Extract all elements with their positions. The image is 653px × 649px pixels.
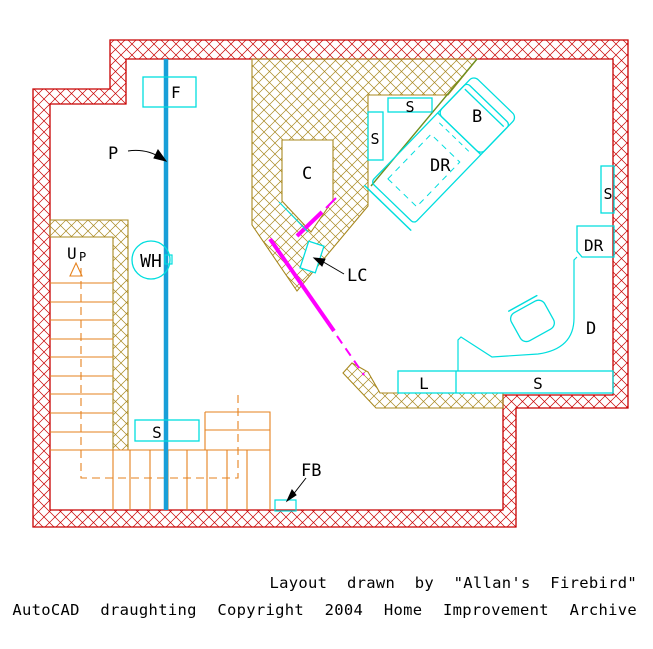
label-speaker-right: S [603,185,612,203]
laptop-leader-arrow-icon [312,257,326,267]
workbench [204,411,271,450]
label-closet: C [302,164,312,184]
label-water-heater: WH [140,251,162,272]
floorbox-leader-arrow-icon [285,489,297,503]
label-speaker-bottom: S [152,423,162,442]
label-furnace: F [171,83,181,102]
wall-diagonal-edge [370,58,478,187]
label-up-small: P [79,250,86,264]
furnace-box [142,76,197,108]
interior-wall-stairs [49,219,129,451]
label-shelf-l: L [419,374,429,393]
label-bed: B [472,107,482,127]
shelf-box [397,370,614,394]
floor-box [274,499,297,512]
footer-line2: AutoCAD draughting Copyright 2004 Home I… [12,601,637,619]
labels: F P WH U P C S S B DR S DR D L S S LC FB [67,83,613,481]
label-shelf-s: S [533,374,543,393]
label-laptop: LC [347,266,367,286]
bedside-box [439,77,516,153]
label-dresser-bed: DR [430,156,451,176]
label-up-big: U [67,244,77,263]
dresser-right-box [576,225,615,258]
beam-lines [268,197,365,376]
bed-group [363,77,516,231]
desk-outline [457,256,578,371]
closet-door-line [278,201,309,233]
interior-wall-stub [342,362,504,409]
leaders [127,149,345,503]
pipe-leader-arrow-icon [153,149,168,162]
speaker-top-box [387,97,433,113]
speaker-bottom-box [134,419,200,442]
desk-chair [508,294,555,343]
label-dresser-right: DR [584,236,604,255]
speaker-right-box [600,165,615,214]
fixtures [131,76,615,512]
stairs-centerline [80,268,239,479]
water-heater-circle [131,240,171,280]
exterior-wall [32,39,629,528]
label-floor-box: FB [301,461,321,481]
footer: Layout drawn by "Allan's Firebird" AutoC… [12,574,637,619]
footer-line1: Layout drawn by "Allan's Firebird" [270,574,637,592]
speaker-left-box [367,111,384,161]
pipe-fitting [164,254,173,265]
label-desk: D [586,319,596,339]
label-speaker-top: S [405,98,414,116]
label-pipe: P [108,144,118,164]
label-speaker-left: S [370,130,379,148]
up-arrow-icon [69,261,83,277]
stairs [50,261,271,510]
